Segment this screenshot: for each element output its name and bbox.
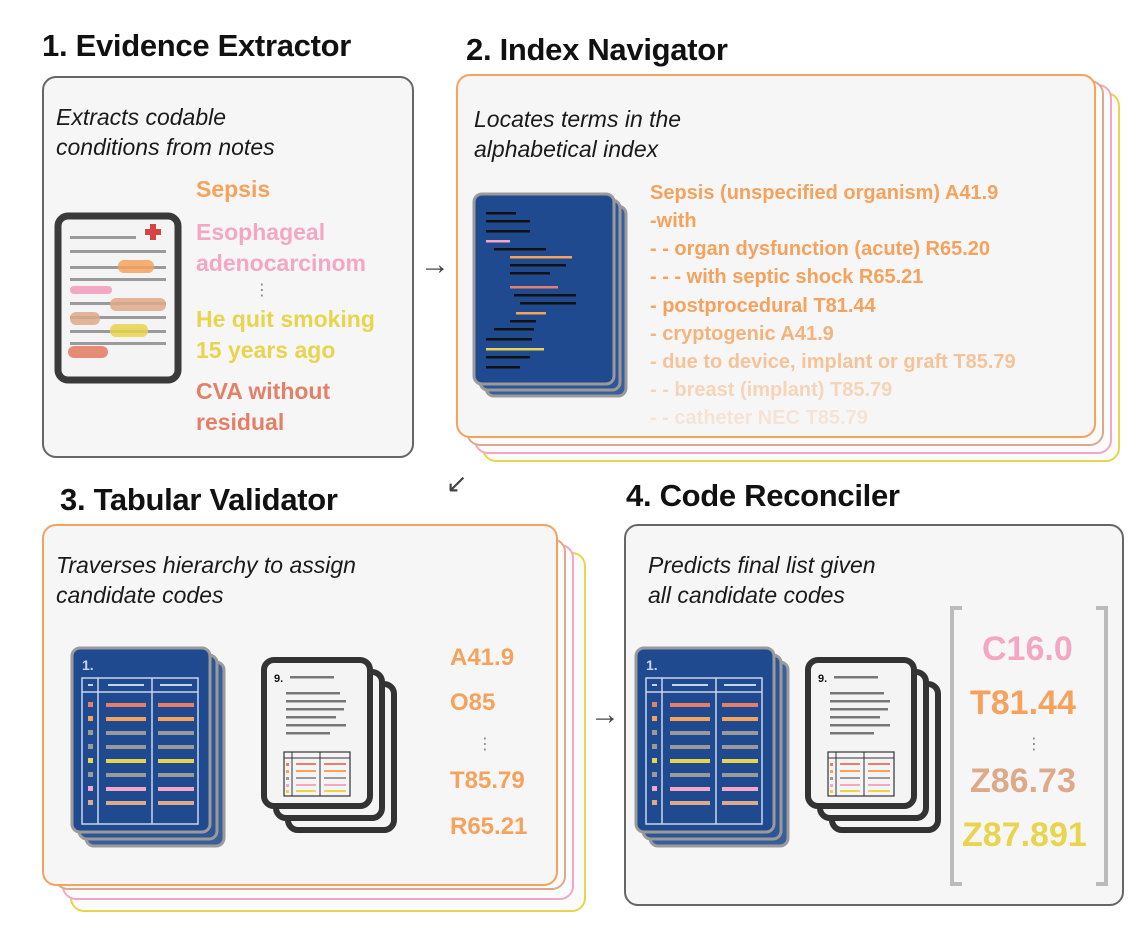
index-line-8: - - catheter NEC T85.79 xyxy=(650,407,868,429)
extracted-item-smoking-line1: He quit smoking xyxy=(196,306,375,332)
panel-4-desc-line2: all candidate codes xyxy=(648,582,845,608)
document-volume-label: 9. xyxy=(818,673,827,685)
extracted-item-esophageal-line1: Esophageal xyxy=(196,219,326,245)
index-line-3: - - - with septic shock R65.21 xyxy=(650,266,924,288)
panel-2-desc-line1: Locates terms in the xyxy=(474,106,682,132)
final-code-3: Z87.891 xyxy=(962,816,1087,854)
arrow-right-icon: → xyxy=(420,248,450,281)
document-volume-label: 9. xyxy=(274,673,283,685)
candidate-code-0: A41.9 xyxy=(450,644,515,671)
extracted-item-cva-line2: residual xyxy=(196,409,285,435)
document-stack-icon: 9. xyxy=(805,657,941,833)
panel-3-description: Traverses hierarchy to assign candidate … xyxy=(56,550,356,610)
arrow-right-icon: → xyxy=(590,698,620,731)
panel-2-description: Locates terms in the alphabetical index xyxy=(474,104,681,164)
index-line-4: - postprocedural T81.44 xyxy=(650,295,876,317)
document-stack-icon: 9. xyxy=(261,657,397,833)
alphabetical-index-icon xyxy=(472,192,628,398)
final-code-0: C16.0 xyxy=(982,630,1073,668)
arrow-down-left-icon: ↙ xyxy=(446,468,468,498)
panel-1-desc-line1: Extracts codable xyxy=(56,104,227,130)
ellipsis: ⋮ xyxy=(477,736,493,753)
panel-2-title: 2. Index Navigator xyxy=(466,32,728,67)
tabular-volume-label: 1. xyxy=(646,657,658,673)
ellipsis: ⋮ xyxy=(1026,736,1042,753)
panel-3-desc-line1: Traverses hierarchy to assign xyxy=(56,552,356,578)
extracted-item-esophageal-line2: adenocarcinom xyxy=(196,250,366,276)
ellipsis: ⋮ xyxy=(254,282,270,299)
index-line-2: - - organ dysfunction (acute) R65.20 xyxy=(650,238,991,260)
final-code-2: Z86.73 xyxy=(970,762,1076,800)
panel-2-desc-line2: alphabetical index xyxy=(474,136,659,162)
clinical-note-icon xyxy=(54,212,182,384)
tabular-volume-label: 1. xyxy=(82,657,94,673)
tabular-list-icon: 1. xyxy=(70,646,226,848)
candidate-code-1: O85 xyxy=(450,689,496,716)
panel-1-description: Extracts codable conditions from notes xyxy=(56,102,275,162)
panel-3-title: 3. Tabular Validator xyxy=(60,482,338,517)
extracted-item-sepsis: Sepsis xyxy=(196,176,271,202)
index-line-5: - cryptogenic A41.9 xyxy=(650,323,834,345)
medical-cross-icon xyxy=(145,224,161,240)
extracted-item-cva-line1: CVA without xyxy=(196,378,331,404)
tabular-list-icon: 1. xyxy=(634,646,790,848)
panel-4-title: 4. Code Reconciler xyxy=(626,478,900,513)
panel-1-desc-line2: conditions from notes xyxy=(56,134,275,160)
candidate-code-3: R65.21 xyxy=(450,813,528,840)
extracted-item-smoking-line2: 15 years ago xyxy=(196,337,336,363)
index-line-7: - - breast (implant) T85.79 xyxy=(650,379,893,401)
index-line-0: Sepsis (unspecified organism) A41.9 xyxy=(650,182,999,204)
list-bracket-left-icon xyxy=(950,606,962,886)
candidate-code-2: T85.79 xyxy=(450,767,525,794)
panel-3-desc-line2: candidate codes xyxy=(56,582,224,608)
final-code-1: T81.44 xyxy=(970,684,1076,722)
panel-4-desc-line1: Predicts final list given xyxy=(648,552,876,578)
list-bracket-right-icon xyxy=(1096,606,1108,886)
index-line-1: -with xyxy=(650,210,697,232)
panel-4-description: Predicts final list given all candidate … xyxy=(648,550,876,610)
panel-1-title: 1. Evidence Extractor xyxy=(42,28,352,63)
index-line-6: - due to device, implant or graft T85.79 xyxy=(650,351,1016,373)
